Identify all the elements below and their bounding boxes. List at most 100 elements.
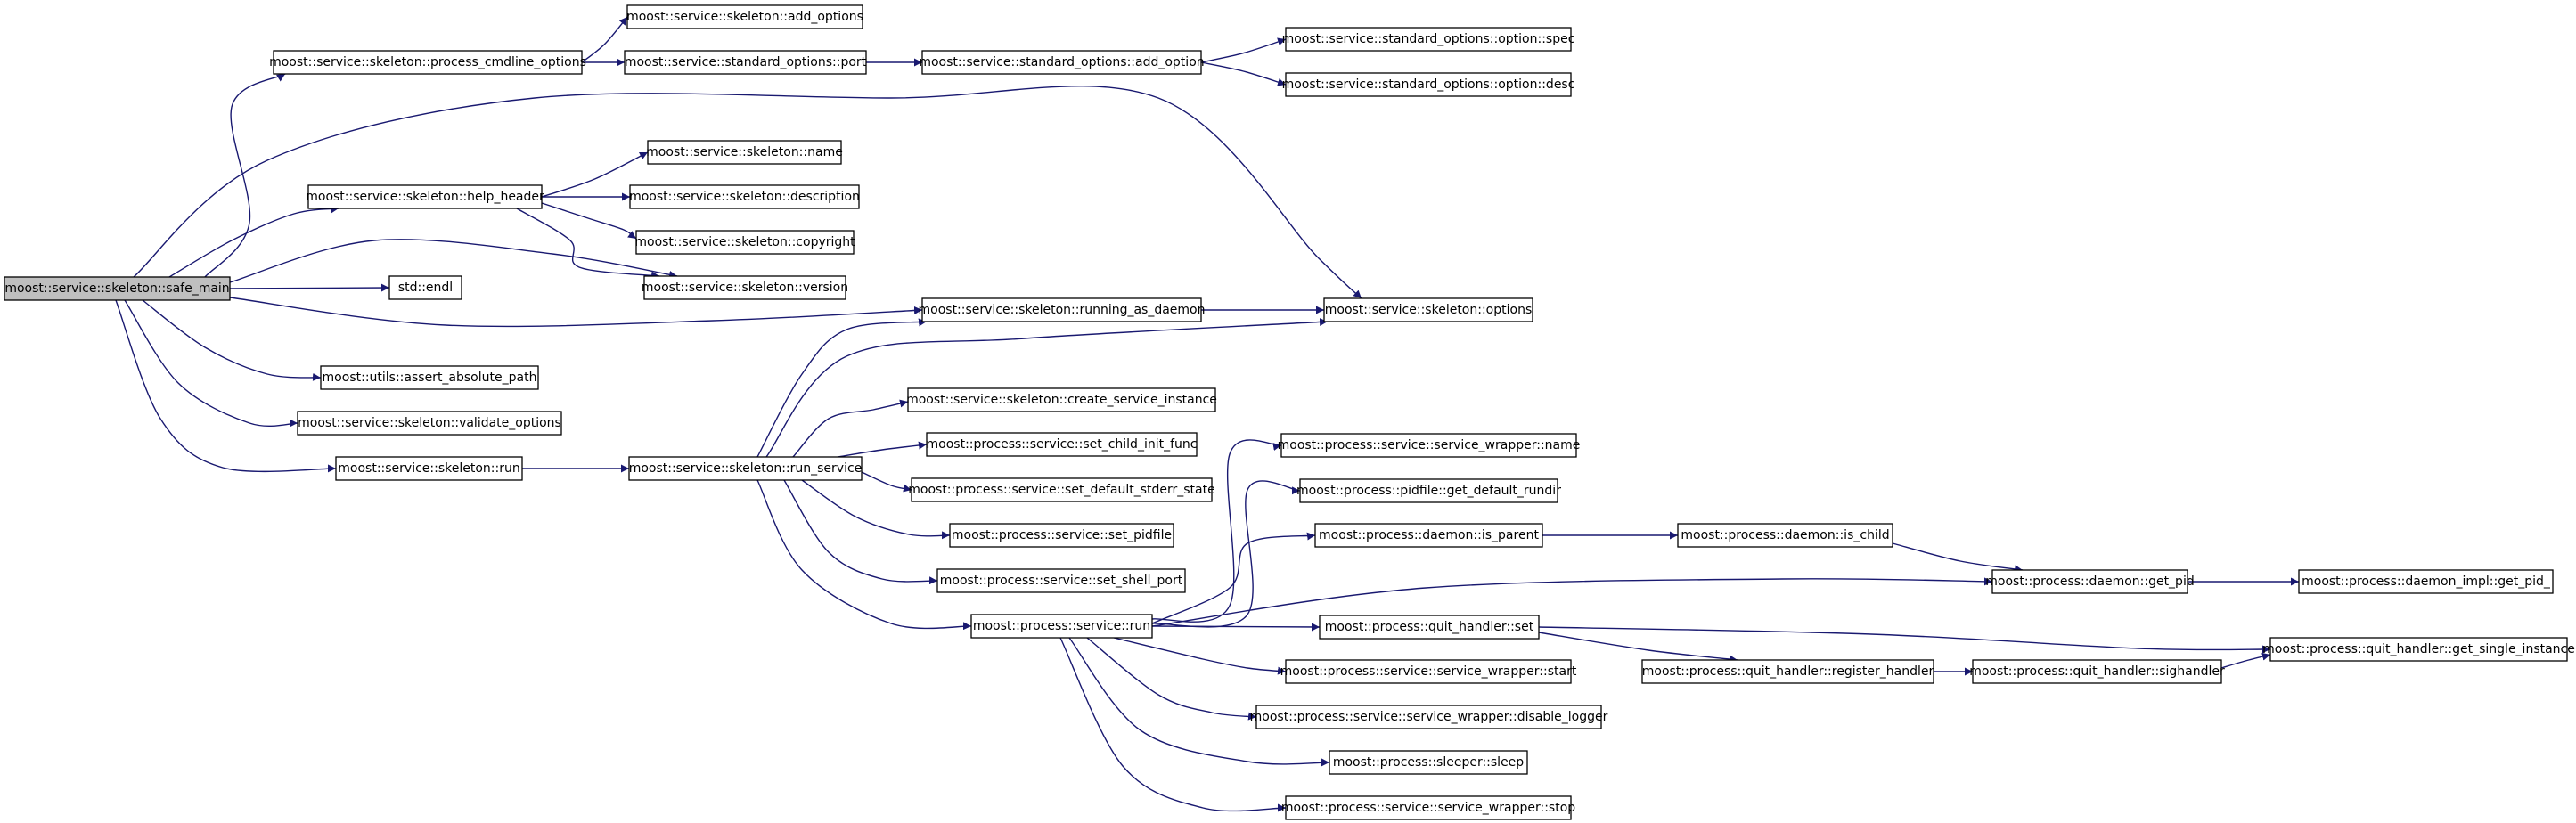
node-assert-absolute-path[interactable]: moost::utils::assert_absolute_path bbox=[320, 365, 539, 390]
node-sw-name[interactable]: moost::process::service::service_wrapper… bbox=[1278, 433, 1581, 458]
edge-ps_run-to-is_parent bbox=[1151, 532, 1316, 624]
node-label: moost::process::quit_handler::sighandler bbox=[1969, 664, 2225, 679]
node-sk-run[interactable]: moost::service::skeleton::run bbox=[335, 456, 523, 481]
node-box bbox=[647, 140, 842, 165]
node-label: moost::process::service::service_wrapper… bbox=[1281, 801, 1575, 815]
node-validate-options[interactable]: moost::service::skeleton::validate_optio… bbox=[297, 411, 562, 436]
node-label: moost::process::quit_handler::register_h… bbox=[1642, 664, 1934, 679]
nodes-layer: moost::service::skeleton::safe_mainmoost… bbox=[4, 4, 2575, 820]
node-label: moost::service::skeleton::run bbox=[338, 461, 519, 476]
node-box bbox=[1285, 72, 1572, 97]
node-box bbox=[307, 184, 543, 209]
edge-run_service-to-sk_options bbox=[765, 318, 1329, 458]
edge-add_option-to-option_spec bbox=[1200, 37, 1287, 63]
edge-safe_main-to-std_endl bbox=[229, 283, 390, 292]
node-box bbox=[970, 614, 1153, 639]
node-run-service[interactable]: moost::service::skeleton::run_service bbox=[628, 456, 863, 481]
node-disable-logger[interactable]: moost::process::service::service_wrapper… bbox=[1250, 705, 1608, 729]
node-label: moost::process::service::service_wrapper… bbox=[1278, 438, 1581, 452]
node-label: moost::process::service::set_pidfile bbox=[952, 528, 1172, 542]
node-create-service-instance[interactable]: moost::service::skeleton::create_service… bbox=[906, 387, 1217, 412]
node-box bbox=[1299, 478, 1558, 503]
edge-ps_run-to-get_pid bbox=[1151, 577, 1993, 627]
node-label: moost::process::quit_handler::get_single… bbox=[2262, 642, 2575, 656]
node-label: moost::service::skeleton::version bbox=[642, 281, 848, 295]
node-get-single-instance[interactable]: moost::process::quit_handler::get_single… bbox=[2262, 637, 2575, 662]
node-ps-run[interactable]: moost::process::service::run bbox=[970, 614, 1153, 639]
node-label: moost::service::skeleton::validate_optio… bbox=[298, 416, 561, 430]
node-sk-description[interactable]: moost::service::skeleton::description bbox=[629, 184, 860, 209]
node-label: moost::service::skeleton::copyright bbox=[634, 235, 855, 249]
node-label: moost::process::quit_handler::set bbox=[1325, 620, 1534, 634]
edge-safe_main-to-validate_options bbox=[124, 299, 298, 428]
edge-run_service-to-running_as_daemon bbox=[756, 318, 928, 458]
edge-help_header-to-sk_copyright bbox=[541, 202, 637, 240]
node-label: moost::process::daemon::get_pid bbox=[1985, 574, 2194, 589]
node-label: moost::service::standard_options::option… bbox=[1282, 32, 1575, 46]
node-box bbox=[1641, 659, 1934, 684]
node-label: std::endl bbox=[398, 281, 453, 295]
node-box bbox=[907, 387, 1216, 412]
node-label: moost::process::service::set_shell_port bbox=[940, 574, 1183, 588]
node-box bbox=[1280, 433, 1577, 458]
node-label: moost::service::skeleton::process_cmdlin… bbox=[269, 55, 586, 69]
edge-ps_run-to-sw_stop bbox=[1059, 637, 1287, 812]
node-label: moost::service::skeleton::name bbox=[646, 145, 843, 159]
node-label: moost::service::skeleton::safe_main bbox=[4, 281, 229, 296]
node-set-pidfile[interactable]: moost::process::service::set_pidfile bbox=[949, 523, 1174, 548]
node-label: moost::process::sleeper::sleep bbox=[1333, 755, 1524, 770]
node-sk-options[interactable]: moost::service::skeleton::options bbox=[1323, 297, 1533, 322]
node-sk-name[interactable]: moost::service::skeleton::name bbox=[646, 140, 843, 165]
node-label: moost::service::skeleton::help_header bbox=[306, 190, 544, 204]
node-add-options[interactable]: moost::service::skeleton::add_options bbox=[626, 4, 863, 29]
edge-run_service-to-ps_run bbox=[756, 479, 972, 631]
node-is-parent[interactable]: moost::process::daemon::is_parent bbox=[1314, 523, 1543, 548]
node-box bbox=[921, 297, 1202, 322]
node-sk-copyright[interactable]: moost::service::skeleton::copyright bbox=[634, 230, 855, 255]
edge-safe_main-to-process_cmdline_options bbox=[204, 73, 286, 278]
node-box bbox=[273, 50, 583, 75]
node-set-default-stderr-state[interactable]: moost::process::service::set_default_std… bbox=[908, 477, 1215, 502]
node-box bbox=[2298, 569, 2554, 594]
edge-ps_run-to-sw_start bbox=[1113, 637, 1287, 675]
node-port[interactable]: moost::service::standard_options::port bbox=[624, 50, 867, 75]
node-register-handler[interactable]: moost::process::quit_handler::register_h… bbox=[1641, 659, 1934, 684]
node-sleeper-sleep[interactable]: moost::process::sleeper::sleep bbox=[1329, 750, 1528, 775]
node-label: moost::process::service::service_wrapper… bbox=[1280, 664, 1577, 679]
node-label: moost::service::skeleton::options bbox=[1325, 303, 1533, 317]
node-label: moost::service::skeleton::add_options bbox=[626, 10, 863, 24]
node-running-as-daemon[interactable]: moost::service::skeleton::running_as_dae… bbox=[919, 297, 1206, 322]
node-help-header[interactable]: moost::service::skeleton::help_header bbox=[306, 184, 544, 209]
node-sk-version[interactable]: moost::service::skeleton::version bbox=[642, 275, 848, 300]
node-option-desc[interactable]: moost::service::standard_options::option… bbox=[1282, 72, 1575, 97]
node-get-pid-[interactable]: moost::process::daemon_impl::get_pid_ bbox=[2298, 569, 2554, 594]
node-sighandler[interactable]: moost::process::quit_handler::sighandler bbox=[1969, 659, 2225, 684]
node-sw-stop[interactable]: moost::process::service::service_wrapper… bbox=[1281, 795, 1575, 820]
node-is-child[interactable]: moost::process::daemon::is_child bbox=[1677, 523, 1893, 548]
node-option-spec[interactable]: moost::service::standard_options::option… bbox=[1282, 27, 1575, 52]
node-get-pid[interactable]: moost::process::daemon::get_pid bbox=[1985, 569, 2195, 594]
node-box bbox=[635, 230, 855, 255]
edge-run_service-to-set_default_stderr_state bbox=[861, 471, 912, 493]
node-label: moost::process::daemon::is_child bbox=[1681, 528, 1889, 542]
node-box bbox=[1677, 523, 1893, 548]
node-box bbox=[624, 50, 867, 75]
node-get-default-rundir[interactable]: moost::process::pidfile::get_default_run… bbox=[1296, 478, 1561, 503]
node-qh-set[interactable]: moost::process::quit_handler::set bbox=[1319, 615, 1540, 640]
node-process-cmdline-options[interactable]: moost::service::skeleton::process_cmdlin… bbox=[269, 50, 586, 75]
node-safe-main[interactable]: moost::service::skeleton::safe_main bbox=[4, 276, 231, 301]
node-set-child-init-func[interactable]: moost::process::service::set_child_init_… bbox=[926, 432, 1198, 457]
node-set-shell-port[interactable]: moost::process::service::set_shell_port bbox=[936, 568, 1186, 593]
node-std-endl[interactable]: std::endl bbox=[388, 275, 462, 300]
edge-run_service-to-set_pidfile bbox=[801, 479, 951, 540]
node-label: moost::service::standard_options::add_op… bbox=[919, 55, 1204, 69]
node-box bbox=[1329, 750, 1528, 775]
node-label: moost::process::service::set_child_init_… bbox=[927, 437, 1198, 452]
edge-safe_main-to-help_header bbox=[168, 205, 339, 278]
node-box bbox=[936, 568, 1186, 593]
edge-add_option-to-option_desc bbox=[1200, 61, 1287, 86]
node-box bbox=[1285, 659, 1572, 684]
node-add-option[interactable]: moost::service::standard_options::add_op… bbox=[919, 50, 1205, 75]
node-sw-start[interactable]: moost::process::service::service_wrapper… bbox=[1280, 659, 1577, 684]
edge-ps_run-to-sw_name bbox=[1151, 439, 1282, 623]
